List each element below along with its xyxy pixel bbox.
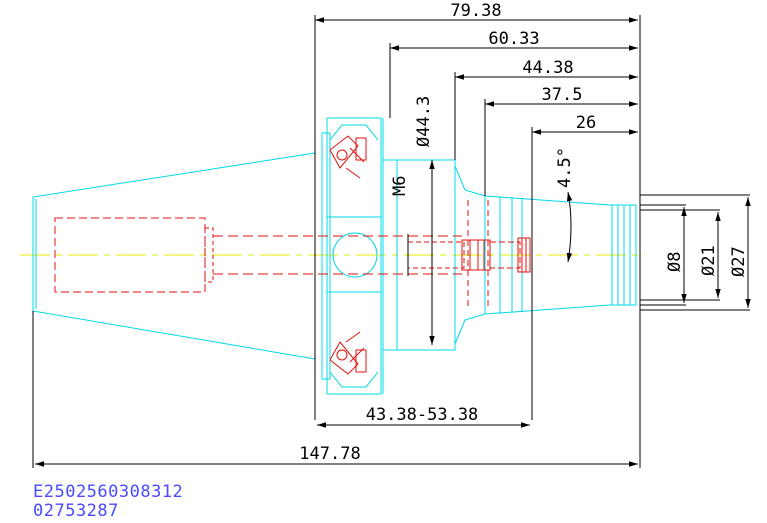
dim-60-33: 60.33 [488,29,539,49]
dim-angle: 4.5° [555,147,575,188]
dim-79-38: 79.38 [450,1,501,21]
part-code: E2502560308312 [33,482,184,502]
dim-range: 43.38-53.38 [366,405,479,425]
dim-dia-44-3: Ø44.3 [414,96,434,147]
dim-thread-m6: M6 [390,176,410,196]
dim-26: 26 [576,113,596,133]
part-number: 02753287 [33,501,119,521]
dim-dia-27: Ø27 [729,246,749,277]
hidden-features [54,135,531,375]
upper-screw [329,135,367,179]
dimension-lines [32,15,751,468]
dim-dia-8: Ø8 [665,252,685,272]
dim-dia-21: Ø21 [699,245,719,276]
dim-44-38: 44.38 [522,58,573,78]
tool-body-outline [32,117,637,395]
dim-total: 147.78 [299,444,360,464]
lower-screw [329,331,367,375]
dim-37-5: 37.5 [542,85,583,105]
